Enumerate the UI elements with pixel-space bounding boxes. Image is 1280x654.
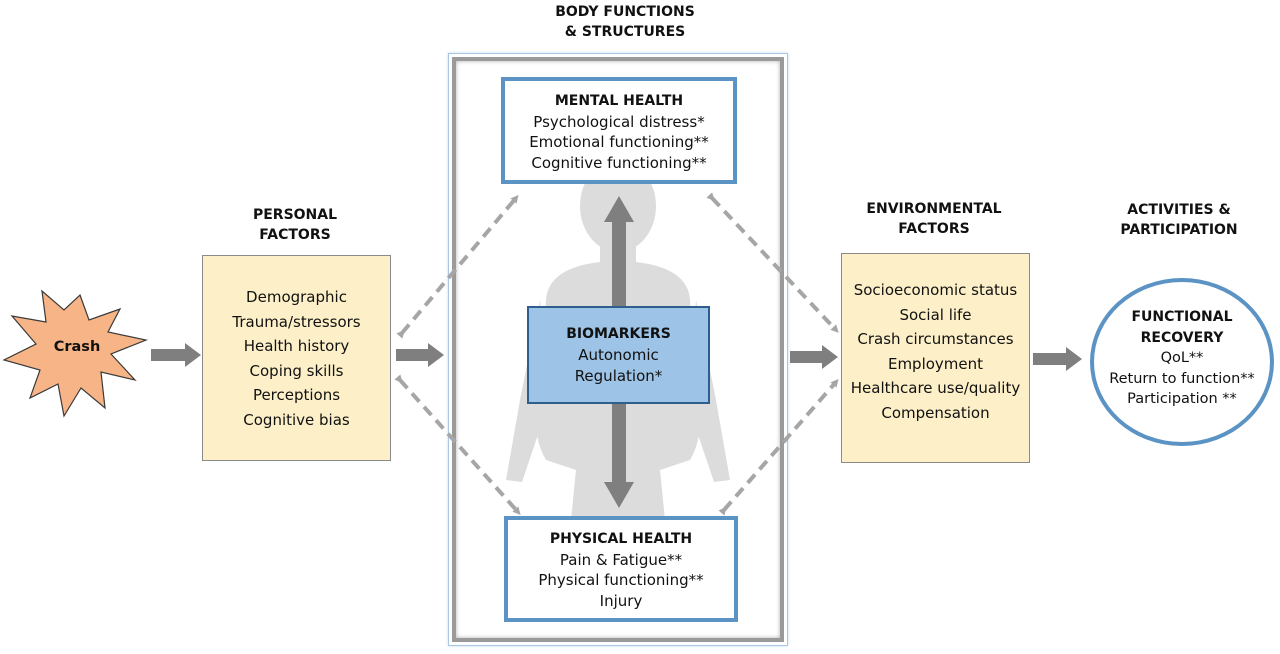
arrow-biomarkers-to-mental — [604, 196, 634, 306]
list-item: Participation ** — [1127, 391, 1237, 407]
arrow-biomarkers-to-physical — [604, 404, 634, 508]
list-item: Social life — [899, 305, 972, 324]
functional-recovery-title: RECOVERY — [1140, 329, 1224, 346]
arrow-environmental-to-activities — [1033, 347, 1082, 371]
dashed-arrow-mental-environmental — [706, 192, 839, 333]
list-item: Employment — [887, 354, 984, 373]
mental-health-title: MENTAL HEALTH — [554, 93, 684, 109]
list-item: Emotional functioning** — [529, 133, 709, 151]
physical-health-box: PHYSICAL HEALTH Pain & Fatigue** Physica… — [504, 516, 738, 622]
environmental-factors-heading: ENVIRONMENTAL FACTORS — [866, 201, 1002, 237]
physical-health-title: PHYSICAL HEALTH — [549, 531, 693, 547]
list-item: Pain & Fatigue** — [559, 550, 683, 569]
arrow-personal-to-body — [396, 343, 444, 367]
dashed-arrow-physical-environmental — [718, 378, 839, 516]
list-item: Psychological distress* — [533, 112, 705, 131]
list-item: Trauma/stressors — [232, 312, 361, 331]
body-functions-frame-inner — [452, 57, 784, 642]
biomarkers-box: BIOMARKERS Autonomic Regulation* — [527, 306, 710, 404]
dashed-arrows — [394, 192, 839, 516]
list-item: Cognitive functioning** — [531, 153, 707, 172]
dashed-arrow-personal-physical — [394, 374, 521, 515]
environmental-factors-box: Socioeconomic status Social life Crash c… — [841, 253, 1030, 463]
list-item: Crash circumstances — [857, 330, 1014, 348]
list-item: Coping skills — [249, 361, 344, 380]
biomarkers-title: BIOMARKERS — [566, 326, 671, 342]
personal-factors-heading: PERSONAL FACTORS — [252, 207, 338, 243]
list-item: Healthcare use/quality — [850, 379, 1021, 397]
solid-arrows — [151, 196, 1082, 508]
list-item: Compensation — [881, 403, 990, 422]
list-item: Regulation* — [574, 367, 663, 385]
personal-factors-box: Demographic Trauma/stressors Health hist… — [202, 255, 391, 461]
list-item: Return to function** — [1109, 370, 1255, 387]
mental-health-box: MENTAL HEALTH Psychological distress* Em… — [501, 77, 737, 184]
activities-participation-heading: ACTIVITIES & PARTICIPATION — [1120, 202, 1238, 238]
arrow-crash-to-personal — [151, 343, 201, 367]
arrow-environmental-from-body — [790, 345, 838, 369]
list-item: Physical functioning** — [538, 571, 704, 589]
list-item: QoL** — [1160, 350, 1204, 366]
crash-starburst — [2, 289, 149, 418]
list-item: Perceptions — [252, 386, 341, 404]
list-item: Injury — [599, 591, 643, 610]
crash-label: Crash — [53, 339, 101, 355]
list-item: Health history — [243, 337, 350, 355]
functional-recovery-title: FUNCTIONAL — [1131, 309, 1233, 325]
list-item: Autonomic — [578, 346, 659, 364]
list-item: Demographic — [246, 288, 347, 306]
body-functions-heading: BODY FUNCTIONS & STRUCTURES — [555, 4, 695, 40]
functional-recovery-circle: FUNCTIONAL RECOVERY QoL** Return to func… — [1090, 278, 1274, 446]
list-item: Socioeconomic status — [853, 281, 1018, 299]
list-item: Cognitive bias — [243, 410, 350, 429]
dashed-arrow-personal-mental — [396, 194, 519, 339]
